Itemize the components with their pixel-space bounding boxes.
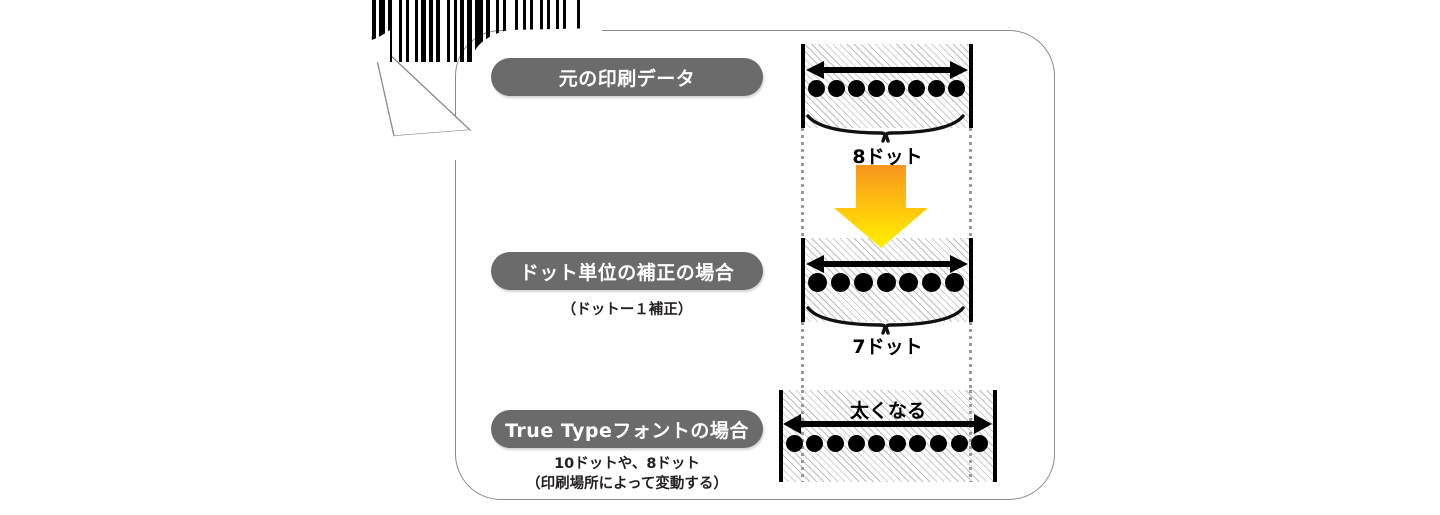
row-dot-correction-dot: [899, 272, 919, 292]
row-original-dot: [867, 79, 885, 97]
row-truetype-dot: [888, 434, 906, 452]
row-truetype-dot: [868, 434, 886, 452]
barcode-image: [372, 0, 602, 62]
sublabel-truetype-font: 10ドットや、8ドット （印刷場所によって変動する）: [491, 454, 763, 494]
row-truetype-dot: [909, 434, 927, 452]
row-original-dot: [927, 79, 945, 97]
label-truetype-font-text: True Typeフォントの場合: [505, 419, 749, 442]
guide-left-upper: [801, 128, 804, 240]
guide-right-lower: [969, 322, 972, 392]
row-truetype-dot: [950, 434, 968, 452]
row-dot-correction-dot: [807, 272, 827, 292]
label-dot-unit-correction-text: ドット単位の補正の場合: [519, 261, 735, 284]
row-original-left-bar: [801, 44, 805, 128]
label-dot-unit-correction: ドット単位の補正の場合: [491, 252, 763, 290]
row-original-dot: [887, 79, 905, 97]
row-truetype-right-bar: [993, 390, 997, 482]
row-original-dot: [947, 79, 965, 97]
row-dot-correction-left-bar: [801, 238, 805, 322]
row-original-dot: [847, 79, 865, 97]
row-truetype-dot: [806, 434, 824, 452]
label-original-print-data-text: 元の印刷データ: [558, 67, 696, 90]
guide-right-through-row3: [969, 390, 972, 482]
callout-tail: [370, 36, 476, 160]
row-dot-correction-dot: [830, 272, 850, 292]
row-truetype-dot: [930, 434, 947, 452]
row-truetype-dot: [827, 434, 844, 452]
guide-right-upper: [969, 128, 972, 240]
row-truetype-left-bar: [779, 390, 783, 482]
row-original-measure-label: 8ドット: [852, 146, 923, 168]
row-original-dot: [827, 79, 845, 97]
guide-left-through-row3: [801, 390, 804, 482]
sublabel-truetype-line2: （印刷場所によって変動する）: [526, 476, 728, 492]
row-truetype-dot: [971, 434, 989, 452]
row-truetype-measure-label: 太くなる: [849, 400, 926, 422]
barcode-bars: [372, 0, 602, 62]
row-original-right-bar: [969, 44, 973, 128]
row-truetype-dot: [847, 434, 865, 452]
row-original-dot: [807, 79, 825, 97]
row-dot-correction-dot: [945, 272, 965, 292]
row-dot-correction-dot: [853, 272, 873, 292]
label-truetype-font: True Typeフォントの場合: [491, 410, 763, 448]
row-dot-correction-dot: [922, 272, 942, 292]
guide-left-lower: [801, 322, 804, 392]
sublabel-dot-unit-correction: （ドットー１補正）: [561, 302, 693, 318]
row-dot-correction-right-bar: [969, 238, 973, 322]
row-original-dot: [907, 79, 925, 97]
row-dot-correction-measure-label: 7ドット: [852, 336, 923, 358]
sublabel-truetype-line1: 10ドットや、8ドット: [554, 456, 700, 472]
label-original-print-data: 元の印刷データ: [491, 58, 763, 96]
row-truetype-dot: [785, 434, 803, 452]
row-dot-correction-dot: [876, 272, 896, 292]
